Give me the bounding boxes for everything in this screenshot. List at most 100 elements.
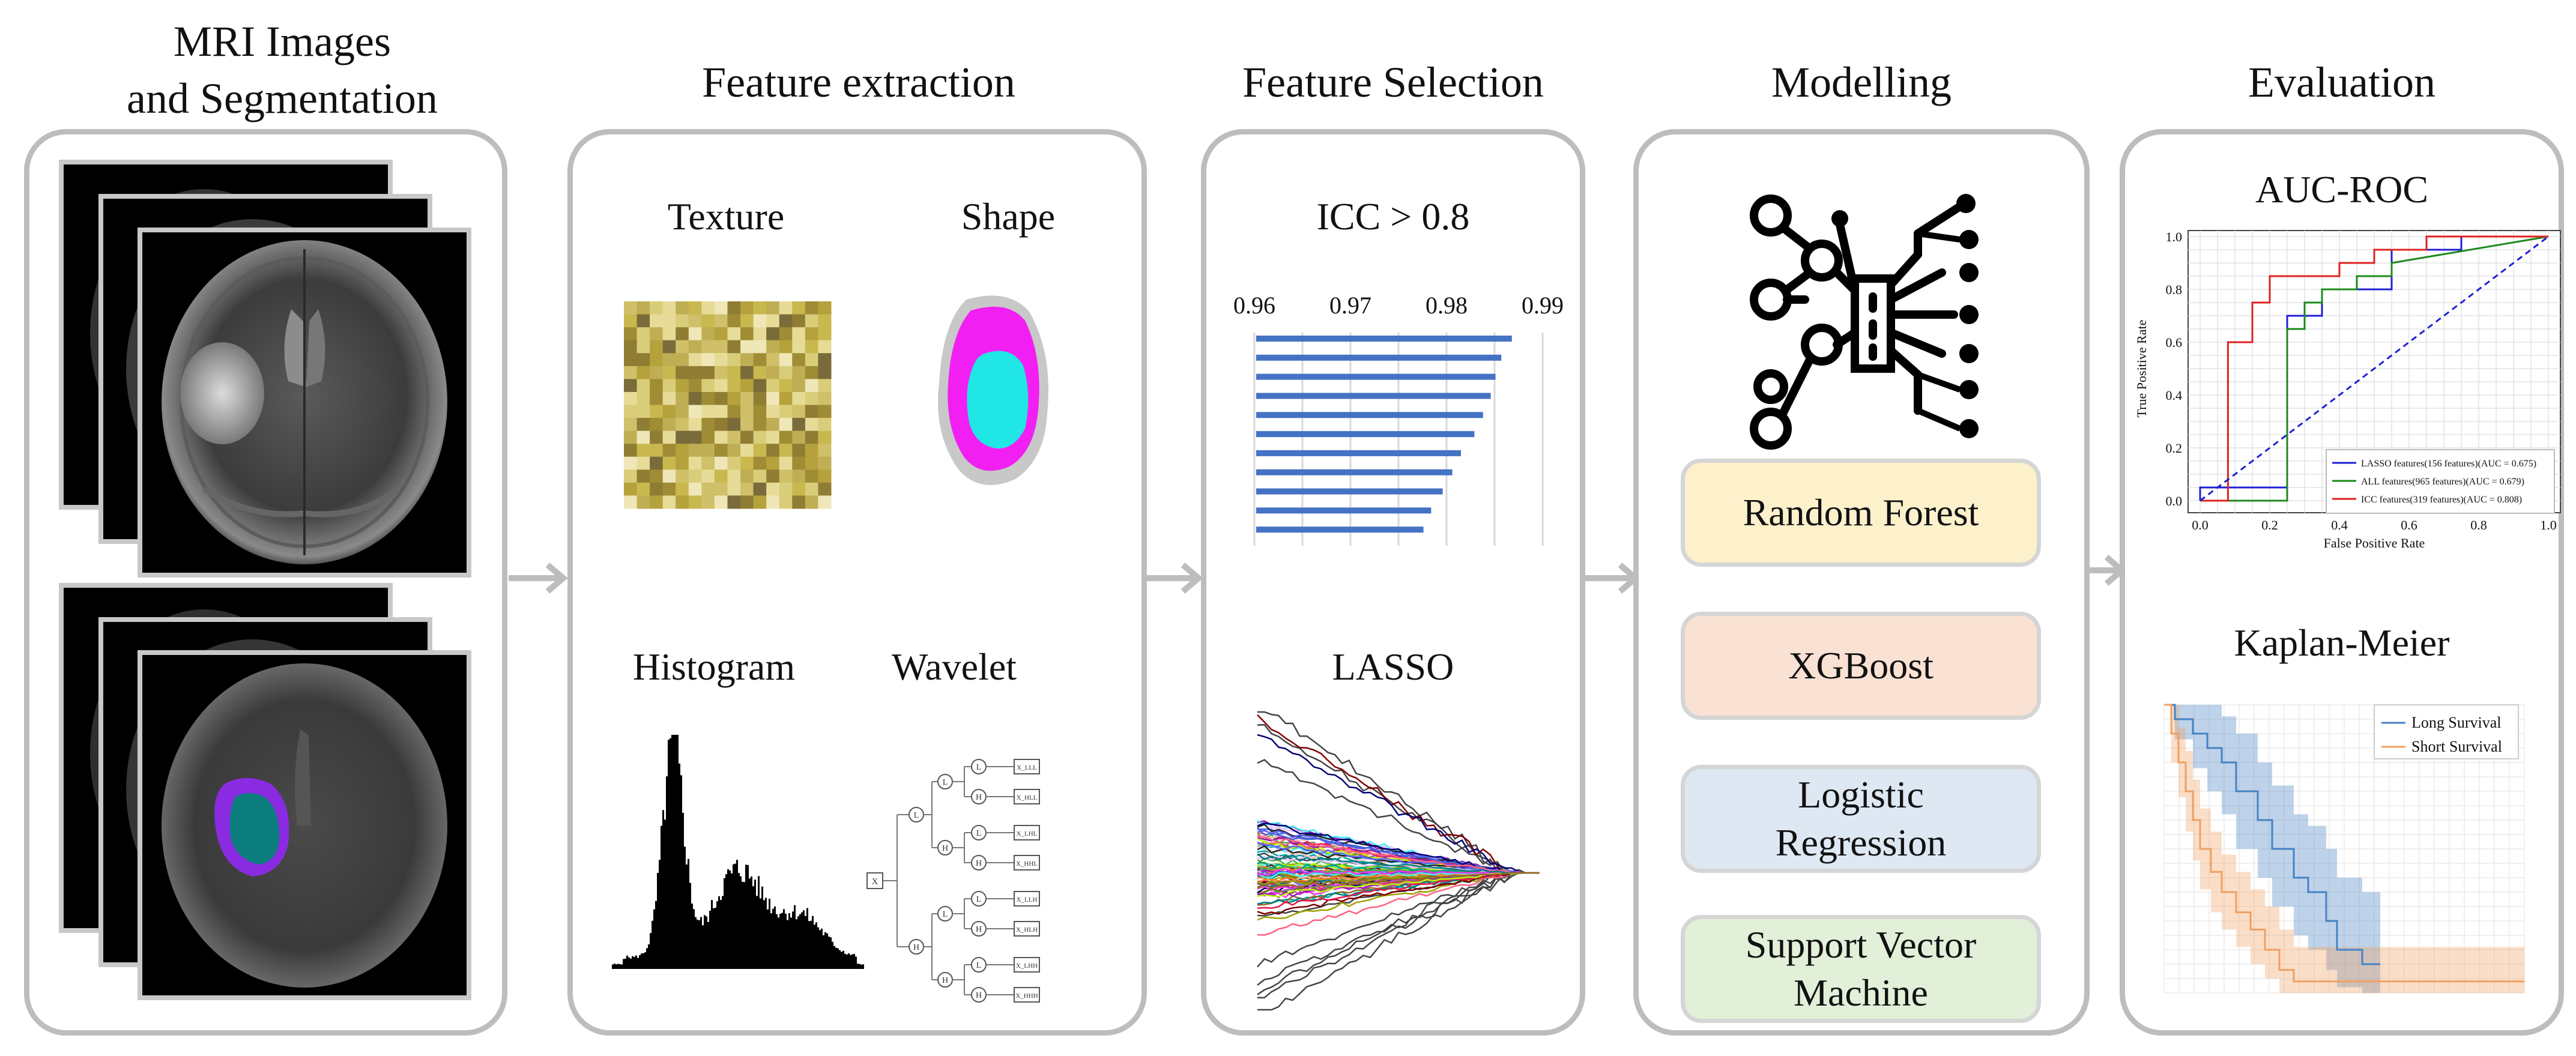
- neural-network-icon: [1750, 194, 1979, 450]
- texture-cell: [792, 405, 806, 418]
- texture-cell: [753, 314, 767, 328]
- texture-cell: [624, 340, 638, 354]
- texture-cell: [792, 444, 806, 457]
- wavelet-level3-node-label: H: [976, 859, 982, 868]
- texture-label: Texture: [667, 195, 785, 238]
- icc-tick-label: 0.97: [1329, 292, 1371, 319]
- texture-cell: [662, 430, 676, 444]
- km-survival-curve: [2164, 704, 2524, 983]
- wavelet-output-label: X_HHH: [1015, 992, 1038, 1000]
- icc-tick-label: 0.99: [1522, 292, 1564, 319]
- texture-cell: [766, 379, 780, 393]
- texture-cell: [727, 301, 741, 315]
- wavelet-input-label: X: [872, 877, 878, 887]
- texture-cell: [779, 340, 793, 354]
- texture-cell: [688, 482, 702, 496]
- texture-cell: [766, 405, 780, 418]
- texture-cell: [624, 366, 638, 379]
- km-confidence-band: [2164, 705, 2524, 993]
- texture-cell: [676, 456, 689, 470]
- texture-cell: [805, 301, 818, 315]
- icc-bar: [1256, 526, 1424, 533]
- model-svm-line1: Support Vector: [1745, 923, 1977, 966]
- texture-cell: [740, 405, 754, 418]
- texture-cell: [662, 353, 676, 367]
- texture-cell: [714, 418, 728, 432]
- texture-cell: [753, 430, 767, 444]
- icc-bar: [1256, 354, 1502, 361]
- lasso-path-line: [1257, 714, 1540, 874]
- texture-cell: [662, 482, 676, 496]
- texture-cell: [701, 456, 715, 470]
- texture-cell: [740, 418, 754, 432]
- texture-cell: [676, 405, 689, 418]
- texture-cell: [714, 495, 728, 509]
- stage-title-modelling: Modelling: [1771, 58, 1952, 106]
- texture-cell: [624, 379, 638, 393]
- km-legend-label: Short Survival: [2411, 738, 2502, 755]
- texture-cell: [662, 444, 676, 457]
- texture-cell: [766, 366, 780, 379]
- model-logistic-regression: Logistic Regression: [1681, 765, 2041, 873]
- wavelet-output-label: X_LLL: [1017, 764, 1037, 771]
- texture-cell: [714, 301, 728, 315]
- texture-cell: [624, 430, 638, 444]
- texture-cell: [624, 469, 638, 483]
- roc-chance-line: [2200, 235, 2549, 502]
- texture-cell: [624, 456, 638, 470]
- texture-cell: [753, 444, 767, 457]
- texture-cell: [779, 469, 793, 483]
- roc-y-tick-label: 0.8: [2166, 282, 2183, 297]
- texture-cell: [818, 314, 832, 328]
- texture-cell: [650, 495, 664, 509]
- texture-cell: [779, 482, 793, 496]
- shape-label: Shape: [961, 195, 1056, 238]
- texture-cell: [688, 366, 702, 379]
- lasso-path-line: [1257, 872, 1540, 910]
- texture-cell: [688, 456, 702, 470]
- wavelet-level3-node-label: L: [976, 895, 982, 904]
- texture-cell: [727, 405, 741, 418]
- texture-cell: [636, 456, 650, 470]
- texture-cell: [714, 353, 728, 367]
- texture-cell: [727, 495, 741, 509]
- texture-cell: [766, 495, 780, 509]
- stage-title-feature-extraction: Feature extraction: [702, 58, 1015, 106]
- texture-cell: [792, 456, 806, 470]
- texture-cell: [792, 340, 806, 354]
- texture-cell: [792, 391, 806, 405]
- texture-cell: [805, 314, 818, 328]
- texture-cell: [662, 379, 676, 393]
- texture-cell: [753, 469, 767, 483]
- texture-cell: [779, 366, 793, 379]
- texture-cell: [779, 430, 793, 444]
- texture-cell: [714, 327, 728, 341]
- wavelet-level3-node-label: L: [976, 961, 982, 970]
- texture-cell: [818, 391, 832, 405]
- texture-cell: [753, 405, 767, 418]
- model-random-forest: Random Forest: [1681, 459, 2041, 567]
- texture-cell: [624, 444, 638, 457]
- icc-tick-label: 0.96: [1233, 292, 1275, 319]
- mri-t1-stack: [59, 583, 471, 1000]
- roc-x-tick-label: 0.4: [2331, 517, 2348, 533]
- texture-cell: [792, 482, 806, 496]
- texture-cell: [701, 405, 715, 418]
- stage-title-feature-selection: Feature Selection: [1242, 58, 1544, 106]
- texture-cell: [779, 456, 793, 470]
- texture-cell: [624, 391, 638, 405]
- arrow-2: [1144, 563, 1203, 594]
- texture-cell: [753, 418, 767, 432]
- texture-cell: [740, 482, 754, 496]
- texture-cell: [805, 418, 818, 432]
- roc-x-tick-label: 1.0: [2540, 517, 2557, 533]
- texture-cell: [676, 366, 689, 379]
- roc-legend-label: ICC features(319 features)(AUC = 0.808): [2361, 495, 2522, 505]
- texture-cell: [624, 301, 638, 315]
- icc-bar: [1256, 373, 1496, 380]
- texture-cell: [650, 366, 664, 379]
- wavelet-output-label: X_LHL: [1017, 830, 1038, 837]
